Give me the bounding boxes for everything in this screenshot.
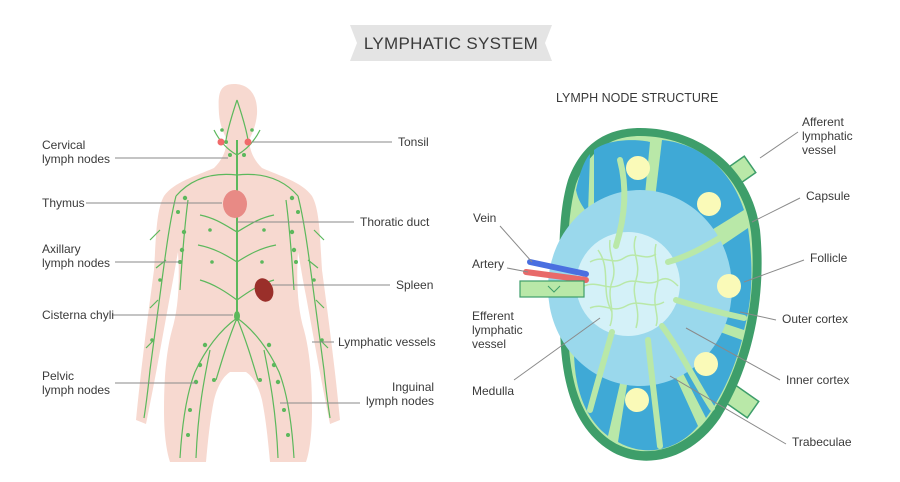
node-labels: Vein Artery Efferent lymphatic vessel Me… [472, 115, 853, 449]
label-vein: Vein [473, 211, 496, 225]
label-cisterna: Cisterna chyli [42, 308, 114, 322]
label-inner-cortex: Inner cortex [786, 373, 849, 387]
label-pelvic-2: lymph nodes [42, 383, 110, 397]
label-cervical-1: Cervical [42, 138, 85, 152]
label-inguinal-1: Inguinal [392, 380, 434, 394]
label-outer-cortex: Outer cortex [782, 312, 848, 326]
label-efferent-3: vessel [472, 337, 506, 351]
label-efferent-1: Efferent [472, 309, 514, 323]
tonsil-right [244, 138, 252, 146]
body-figure [136, 84, 340, 462]
trabeculae-bands [587, 157, 747, 449]
medullary-cords [583, 235, 679, 329]
spleen-organ [254, 278, 274, 302]
thymus-organ [223, 190, 247, 218]
label-tonsil: Tonsil [398, 135, 429, 149]
label-axillary-2: lymph nodes [42, 256, 110, 270]
label-capsule: Capsule [806, 189, 850, 203]
label-medulla: Medulla [472, 384, 514, 398]
body-labels: Cervical lymph nodes Thymus Axillary lym… [42, 135, 436, 408]
lymph-node-diagram [519, 128, 762, 461]
efferent-vessel [519, 280, 585, 298]
label-spleen: Spleen [396, 278, 433, 292]
label-trabeculae: Trabeculae [792, 435, 852, 449]
page-title: LYMPHATIC SYSTEM [364, 34, 538, 53]
lymph-nodes [150, 128, 324, 437]
vein-vessel [527, 259, 589, 277]
label-afferent-3: vessel [802, 143, 836, 157]
label-follicle: Follicle [810, 251, 848, 265]
lymphatic-network [143, 99, 331, 459]
label-thoracic-duct: Thoratic duct [360, 215, 430, 229]
body-leader-lines [86, 141, 392, 404]
node-structure-title: LYMPH NODE STRUCTURE [556, 91, 718, 105]
artery-vessel [523, 269, 589, 283]
follicles [625, 156, 741, 412]
title-ribbon [350, 25, 552, 61]
label-afferent-2: lymphatic [802, 129, 853, 143]
label-afferent-1: Afferent [802, 115, 844, 129]
label-axillary-1: Axillary [42, 242, 81, 256]
label-artery: Artery [472, 257, 504, 271]
label-thymus: Thymus [42, 196, 85, 210]
tonsil-left [217, 138, 225, 146]
title-banner: LYMPHATIC SYSTEM [350, 25, 552, 61]
node-leader-lines [499, 131, 805, 445]
label-lymphatic-vessels: Lymphatic vessels [338, 335, 436, 349]
label-efferent-2: lymphatic [472, 323, 523, 337]
label-pelvic-1: Pelvic [42, 369, 74, 383]
label-cervical-2: lymph nodes [42, 152, 110, 166]
cisterna-chyli-organ [234, 311, 240, 321]
label-inguinal-2: lymph nodes [366, 394, 434, 408]
